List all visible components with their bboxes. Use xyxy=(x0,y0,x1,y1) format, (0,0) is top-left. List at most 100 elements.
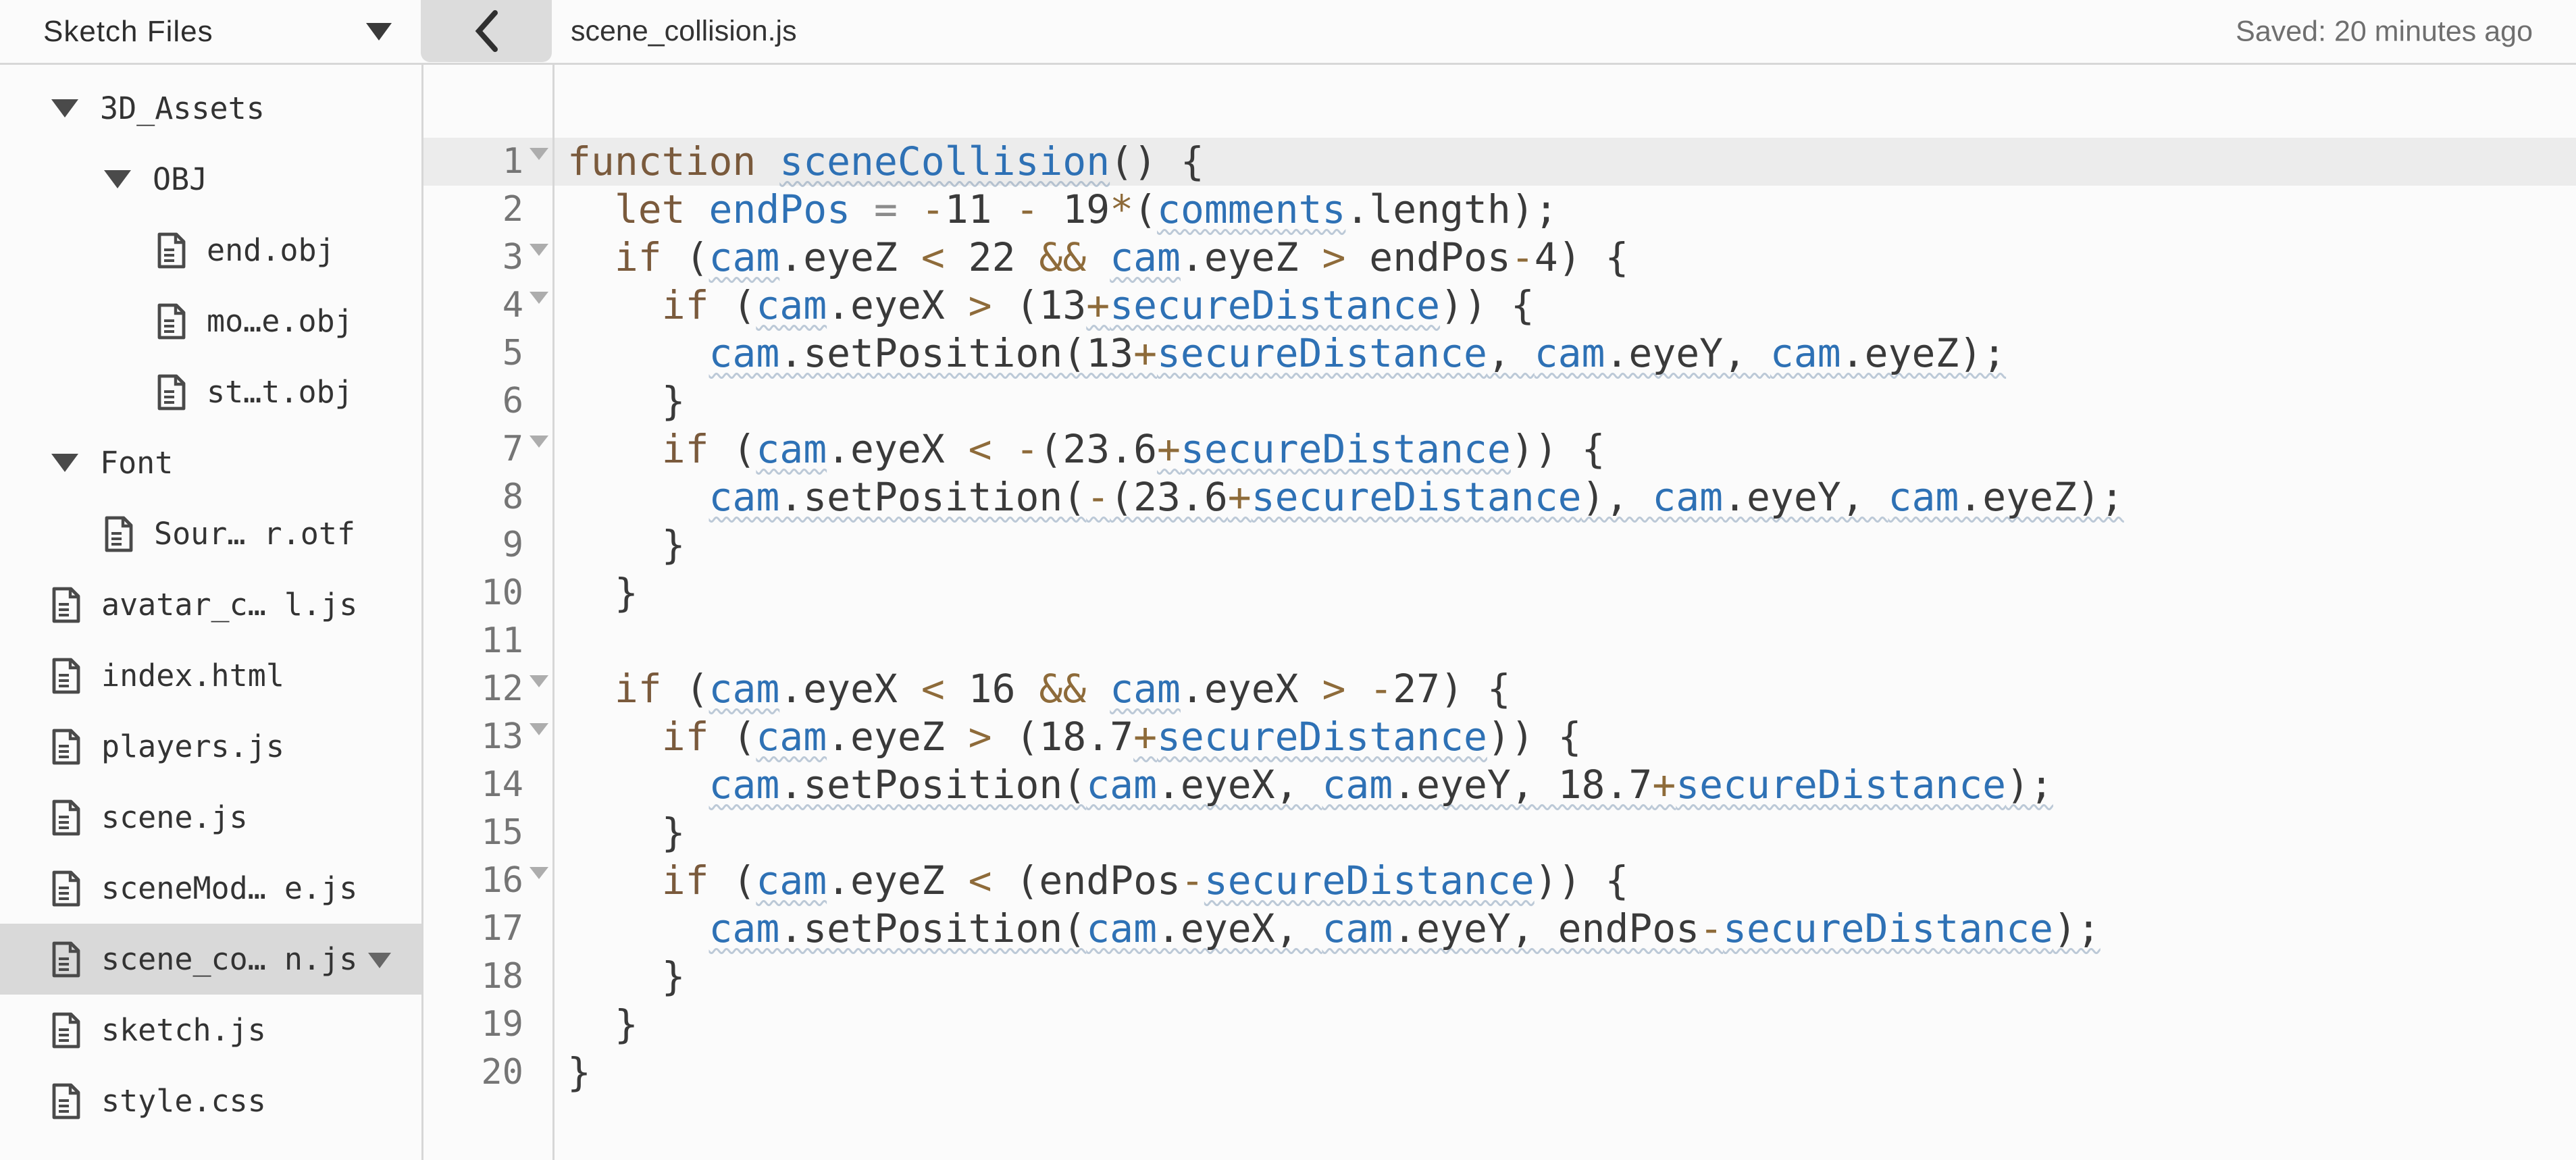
code-line[interactable]: 10 } xyxy=(423,569,2576,617)
code-text: } xyxy=(567,522,686,568)
code-text xyxy=(552,617,567,665)
fold-arrow-icon[interactable] xyxy=(530,244,548,256)
file-name-label: avatar_c… l.js xyxy=(101,587,358,623)
back-button[interactable] xyxy=(421,0,552,62)
code-line[interactable]: 19 } xyxy=(423,1001,2576,1049)
code-text: if (cam.eyeX < -(23.6+secureDistance)) { xyxy=(661,426,1605,472)
file-menu-icon[interactable] xyxy=(368,952,391,968)
code-line[interactable]: 15 } xyxy=(423,809,2576,857)
code-line[interactable]: 11 xyxy=(423,617,2576,665)
code-line[interactable]: 14 cam.setPosition(cam.eyeX, cam.eyeY, 1… xyxy=(423,761,2576,809)
code-text: let endPos = -11 - 19*(comments.length); xyxy=(614,186,1558,232)
file-icon xyxy=(51,941,81,978)
sidebar-item-players-js[interactable]: players.js xyxy=(0,711,421,782)
sidebar-item-sketch-js[interactable]: sketch.js xyxy=(0,995,421,1065)
sidebar-item-scene-co-n-js[interactable]: scene_co… n.js xyxy=(0,924,421,995)
file-name-label: index.html xyxy=(101,658,284,693)
sidebar-item-scene-js[interactable]: scene.js xyxy=(0,782,421,853)
sidebar-folder-obj[interactable]: OBJ xyxy=(0,144,421,215)
code-line[interactable]: 17 cam.setPosition(cam.eyeX, cam.eyeY, e… xyxy=(423,905,2576,953)
line-number: 4 xyxy=(502,285,523,325)
code-text: if (cam.eyeX < 16 && cam.eyeX > -27) { xyxy=(614,666,1511,712)
line-number: 1 xyxy=(502,141,523,182)
line-gutter: 5 xyxy=(423,329,552,377)
line-number: 20 xyxy=(481,1052,523,1092)
sidebar-folder-3d-assets[interactable]: 3D_Assets xyxy=(0,73,421,144)
line-gutter: 4 xyxy=(423,282,552,329)
file-icon xyxy=(51,1083,81,1119)
line-gutter: 2 xyxy=(423,186,552,234)
line-gutter: 9 xyxy=(423,521,552,569)
tab-bar: scene_collision.js Saved: 20 minutes ago xyxy=(421,0,2576,65)
code-text: cam.setPosition(13+secureDistance, cam.e… xyxy=(709,330,2007,376)
file-icon xyxy=(51,1012,81,1049)
open-file-title: scene_collision.js xyxy=(571,15,797,47)
folder-arrow-icon[interactable] xyxy=(104,170,131,188)
file-icon xyxy=(157,374,186,411)
sketch-files-header[interactable]: Sketch Files xyxy=(0,0,423,65)
file-name-label: style.css xyxy=(101,1083,266,1119)
sidebar-item-end-obj[interactable]: end.obj xyxy=(0,215,421,286)
fold-arrow-icon[interactable] xyxy=(530,675,548,687)
line-gutter: 13 xyxy=(423,713,552,761)
sidebar-item-scenemod-e-js[interactable]: sceneMod… e.js xyxy=(0,853,421,924)
fold-arrow-icon[interactable] xyxy=(530,867,548,879)
code-text: } xyxy=(567,1001,638,1047)
folder-arrow-icon[interactable] xyxy=(51,454,78,472)
code-line[interactable]: 4 if (cam.eyeX > (13+secureDistance)) { xyxy=(423,282,2576,329)
file-name-label: scene.js xyxy=(101,799,248,835)
chevron-left-icon xyxy=(471,9,502,53)
fold-arrow-icon[interactable] xyxy=(530,292,548,304)
code-line[interactable]: 1 function sceneCollision() { xyxy=(423,138,2576,186)
file-name-label: Sour… r.otf xyxy=(154,516,356,552)
sidebar-item-st-t-obj[interactable]: st…t.obj xyxy=(0,357,421,427)
file-icon xyxy=(51,799,81,836)
file-name-label: sketch.js xyxy=(101,1012,266,1048)
code-line[interactable]: 7 if (cam.eyeX < -(23.6+secureDistance))… xyxy=(423,425,2576,473)
code-text: } xyxy=(567,378,686,424)
code-line[interactable]: 18 } xyxy=(423,953,2576,1001)
file-icon xyxy=(51,870,81,907)
sidebar-item-mo-e-obj[interactable]: mo…e.obj xyxy=(0,286,421,357)
code-text: cam.setPosition(-(23.6+secureDistance), … xyxy=(709,474,2124,520)
fold-arrow-icon[interactable] xyxy=(530,723,548,735)
code-line[interactable]: 6 } xyxy=(423,377,2576,425)
sidebar-item-avatar-c-l-js[interactable]: avatar_c… l.js xyxy=(0,569,421,640)
code-text: } xyxy=(567,570,638,616)
line-number: 5 xyxy=(502,333,523,373)
fold-arrow-icon[interactable] xyxy=(530,436,548,448)
line-number: 9 xyxy=(502,525,523,565)
code-line[interactable]: 16 if (cam.eyeZ < (endPos-secureDistance… xyxy=(423,857,2576,905)
code-line[interactable]: 2 let endPos = -11 - 19*(comments.length… xyxy=(423,186,2576,234)
file-icon xyxy=(104,516,134,552)
code-line[interactable]: 5 cam.setPosition(13+secureDistance, cam… xyxy=(423,329,2576,377)
chevron-down-icon[interactable] xyxy=(366,22,392,41)
line-number: 17 xyxy=(481,908,523,949)
folder-arrow-icon[interactable] xyxy=(51,99,78,117)
code-line[interactable]: 13 if (cam.eyeZ > (18.7+secureDistance))… xyxy=(423,713,2576,761)
fold-arrow-icon[interactable] xyxy=(530,148,548,160)
code-line[interactable]: 12 if (cam.eyeX < 16 && cam.eyeX > -27) … xyxy=(423,665,2576,713)
file-name-label: scene_co… n.js xyxy=(101,941,358,977)
line-number: 6 xyxy=(502,381,523,421)
line-gutter: 16 xyxy=(423,857,552,905)
sidebar-item-sour-r-otf[interactable]: Sour… r.otf xyxy=(0,498,421,569)
code-line[interactable]: 3 if (cam.eyeZ < 22 && cam.eyeZ > endPos… xyxy=(423,234,2576,282)
line-gutter: 8 xyxy=(423,473,552,521)
code-text: function sceneCollision() { xyxy=(567,138,1204,184)
file-icon xyxy=(157,232,186,269)
code-line[interactable]: 9 } xyxy=(423,521,2576,569)
sidebar-item-index-html[interactable]: index.html xyxy=(0,640,421,711)
line-number: 13 xyxy=(481,716,523,757)
sidebar-item-style-css[interactable]: style.css xyxy=(0,1065,421,1136)
file-icon xyxy=(51,729,81,765)
line-gutter: 3 xyxy=(423,234,552,282)
code-line[interactable]: 8 cam.setPosition(-(23.6+secureDistance)… xyxy=(423,473,2576,521)
code-line[interactable]: 20} xyxy=(423,1049,2576,1097)
file-icon xyxy=(51,587,81,623)
sidebar-folder-font[interactable]: Font xyxy=(0,427,421,498)
line-number: 18 xyxy=(481,956,523,997)
